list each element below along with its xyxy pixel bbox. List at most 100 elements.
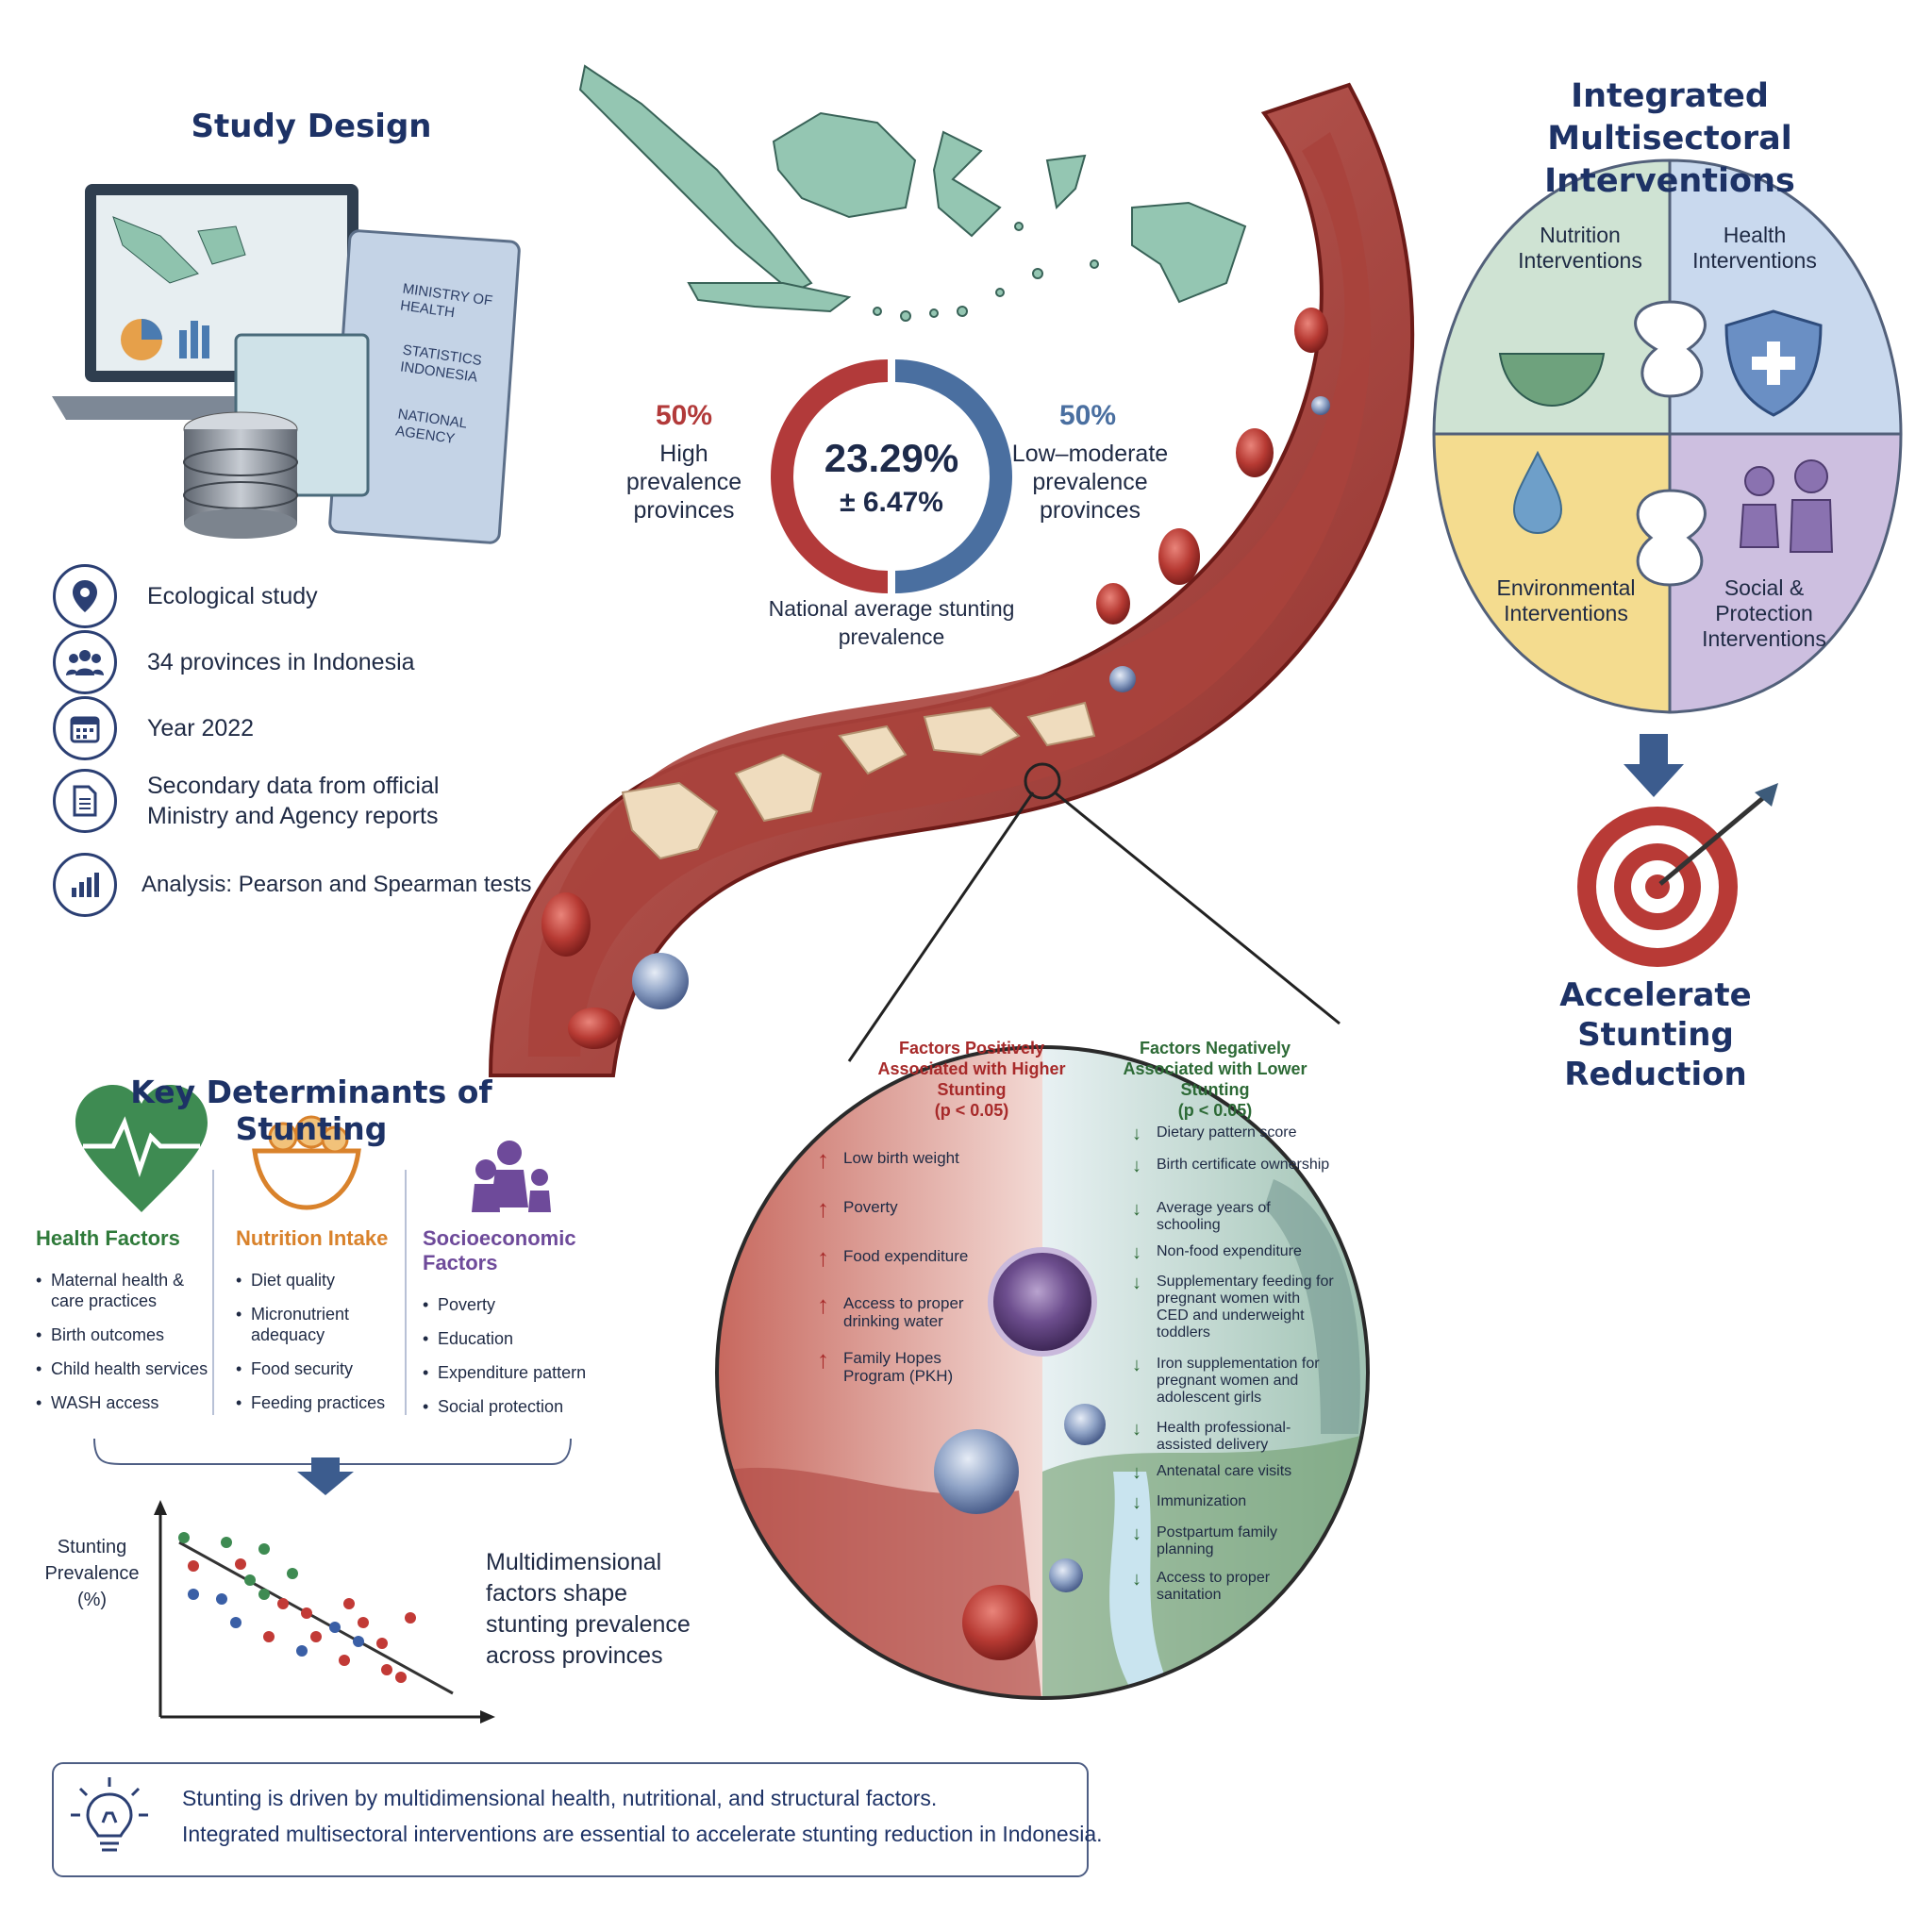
high-prevalence-percent: 50% [655,400,713,431]
negative-factor-item: ↓Non-food expenditure [1132,1243,1335,1262]
prevalence-ring-chart [771,359,1012,593]
national-average-value: 23.29% [824,436,959,480]
high-prevalence-label: High prevalence provinces [625,441,742,524]
positive-factor-label: Low birth weight [843,1149,959,1167]
positive-factor-item: ↑ Food expenditure [817,1243,987,1272]
negative-factors-p: (p < 0.05) [1177,1101,1253,1120]
positive-factors-heading: Factors Positively Associated with Highe… [854,1038,1090,1121]
arrow-up-icon: ↑ [817,1291,829,1319]
negative-factor-item: ↓ Immunization [1132,1493,1335,1512]
scatter-point [353,1636,364,1647]
interventions-puzzle [1432,158,1903,714]
negative-factor-label: Immunization [1157,1493,1247,1509]
study-item-label: Ecological study [147,583,318,609]
family-icon [472,1141,551,1212]
low-prevalence-percent: 50% [1058,400,1117,431]
arrow-down-icon: ↓ [1132,1524,1141,1544]
arrow-down-icon: ↓ [1132,1569,1141,1590]
study-design-title: Study Design [191,108,432,145]
heart-rate-icon [75,1085,208,1212]
calendar-icon [53,696,117,760]
arrow-down-icon: ↓ [1132,1156,1141,1176]
low-prevalence-label: Low–moderate prevalence provinces [1011,441,1169,524]
list-item: Expenditure pattern [423,1362,640,1383]
goal-label: Accelerate Stunting Reduction [1559,976,1752,1093]
scatter-point [258,1589,270,1600]
study-item-secondary-data: Secondary data from official Ministry an… [53,769,449,833]
negative-factor-item: ↓Access to proper sanitation [1132,1570,1335,1604]
determinants-title: Key Determinants of Stunting [130,1074,492,1147]
interventions-title: Integrated Multisectoral Interventions [1544,77,1795,200]
positive-factor-label: Access to proper drinking water [843,1294,964,1330]
national-average-caption: National average stunting prevalence [768,596,1015,649]
positive-factor-item: ↑ Family Hopes Program (PKH) [817,1345,987,1385]
conclusion-box: Stunting is driven by multidimensional h… [52,1762,1103,1877]
scatter-point [358,1617,369,1628]
arrow-down-icon: ↓ [1132,1492,1141,1513]
negative-factor-item: ↓Average years of schooling [1132,1200,1335,1234]
positive-factors-title: Factors Positively Associated with Highe… [877,1039,1066,1099]
study-item-label: Year 2022 [147,715,255,741]
negative-factor-item: ↓Postpartum family planning [1132,1524,1335,1558]
list-item: Education [423,1328,640,1349]
document-icon [53,769,117,833]
target-icon [1577,783,1778,967]
positive-factor-item: ↑Poverty [817,1196,987,1221]
scatter-point [296,1645,308,1657]
negative-factor-label: Iron supplementation for pregnant women … [1157,1356,1320,1406]
mortar-bowl-icon [1498,353,1606,408]
arrow-up-icon: ↑ [817,1145,829,1174]
arrow-up-icon: ↑ [817,1345,829,1374]
study-item-label: Secondary data from official Ministry an… [147,773,440,829]
scatter-trend-line [178,1541,454,1695]
arrow-down-icon: ↓ [1132,1273,1141,1293]
scatter-point [395,1672,407,1683]
arrow-down-icon: ↓ [1132,1199,1141,1220]
lightbulb-icon [69,1775,150,1869]
positive-factor-label: Poverty [843,1198,898,1216]
scatter-point [339,1655,350,1666]
scatter-point [235,1558,246,1570]
scatter-point [178,1532,190,1543]
negative-factors-heading: Factors Negatively Associated with Lower… [1102,1038,1328,1121]
nutrition-intake-heading: Nutrition Intake [236,1226,389,1250]
positive-factor-label: Food expenditure [843,1247,969,1265]
nutrition-interventions-label: Nutrition Interventions [1518,223,1642,273]
negative-factor-item: ↓ Iron supplementation for pregnant women… [1132,1356,1335,1407]
scatter-point [405,1612,416,1624]
arrow-down-icon: ↓ [1132,1355,1141,1375]
negative-factor-label: Birth certificate ownership [1157,1157,1330,1173]
arrow-down-icon: ↓ [1132,1462,1141,1483]
study-item-provinces: 34 provinces in Indonesia [53,630,415,694]
people-icon [1739,459,1834,553]
scatter-point [244,1574,256,1586]
negative-factors-title: Factors Negatively Associated with Lower… [1123,1039,1307,1099]
scatter-point [301,1607,312,1619]
list-item: WASH access [36,1392,210,1413]
positive-factor-item: ↑ Access to proper drinking water [817,1291,987,1330]
positive-factors-p: (p < 0.05) [934,1101,1009,1120]
positive-factor-label: Family Hopes Program (PKH) [843,1349,954,1385]
list-item: Social protection [423,1396,640,1417]
negative-factor-label: Health professional-assisted delivery [1157,1420,1291,1453]
negative-factor-label: Supplementary feeding for pregnant women… [1157,1274,1334,1341]
negative-factor-label: Dietary pattern score [1157,1124,1297,1141]
scatter-point [230,1617,242,1628]
study-item-label: 34 provinces in Indonesia [147,649,415,675]
socioeconomic-factors-heading: Socioeconomic Factors [423,1226,576,1274]
conclusion-line-2: Integrated multisectoral interventions a… [182,1822,1103,1846]
list-item: Birth outcomes [36,1324,210,1345]
negative-factor-item: ↓Dietary pattern score [1132,1124,1335,1143]
ring-segment-high [771,359,889,593]
scatter-point [329,1622,341,1633]
socioeconomic-factors-column: Socioeconomic Factors Poverty Education … [423,1226,640,1430]
scatter-point [258,1543,270,1555]
arrow-up-icon: ↑ [817,1243,829,1272]
list-item: Maternal health & care practices [36,1270,210,1311]
study-item-analysis: Analysis: Pearson and Spearman tests [53,853,532,917]
list-item: Micronutrient adequacy [236,1304,401,1345]
negative-factor-item: ↓Antenatal care visits [1132,1463,1335,1482]
water-drop-icon [1512,450,1563,535]
scatter-point [263,1631,275,1642]
